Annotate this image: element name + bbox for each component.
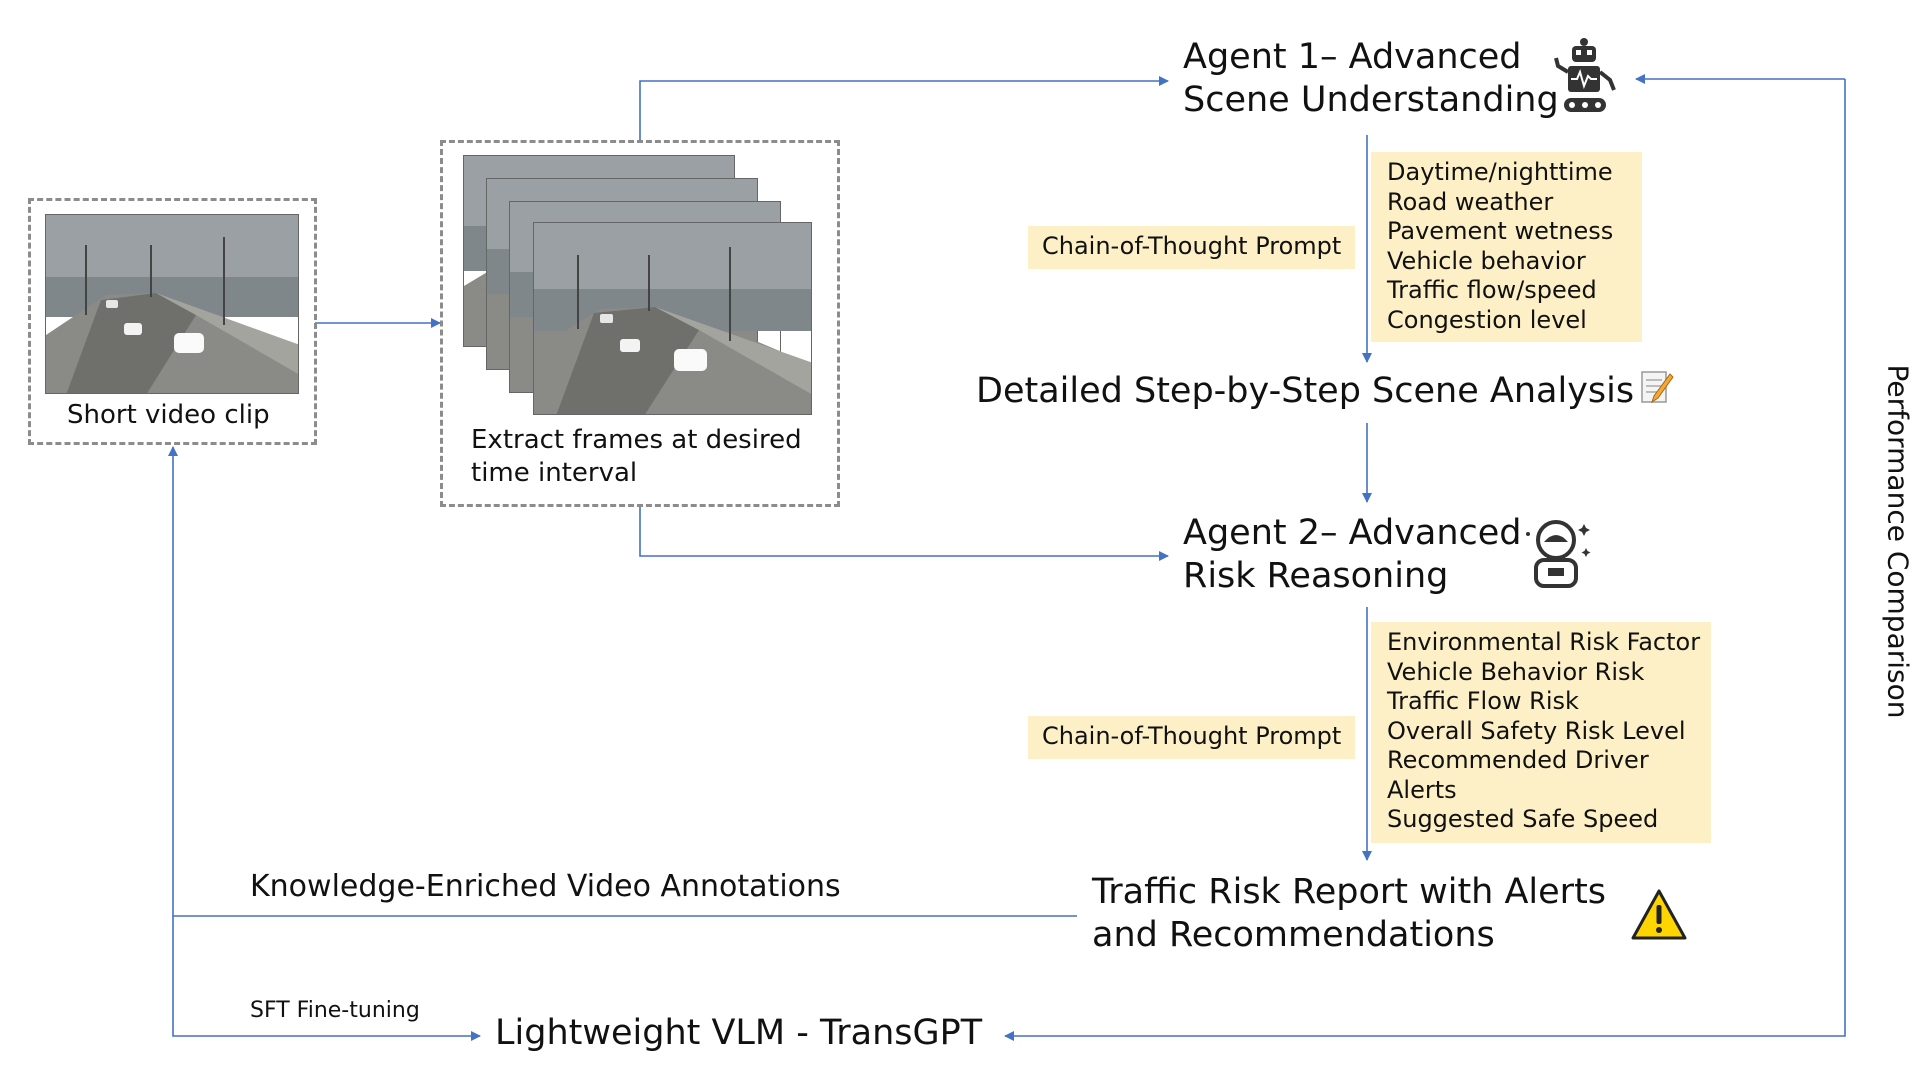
scene-factor: Congestion level <box>1387 305 1587 334</box>
arrow-frames-to-agent2 <box>639 507 1169 561</box>
scene-factor: Road weather <box>1387 187 1554 216</box>
arrow-report-to-clip <box>168 446 1077 917</box>
scene-factor: Daytime/nighttime <box>1387 158 1613 186</box>
scene-factors-box: Daytime/nighttime Road weather Pavement … <box>1371 152 1642 342</box>
frames-box <box>440 140 840 507</box>
video-clip-caption: Short video clip <box>67 400 270 430</box>
warning-icon <box>1631 889 1687 940</box>
scene-factor: Pavement wetness <box>1387 217 1614 245</box>
memo-icon <box>1641 371 1674 404</box>
frames-caption-line1: Extract frames at desired <box>471 425 802 455</box>
performance-label: Performance Comparison <box>1881 364 1915 719</box>
risk-factor: Recommended Driver <box>1387 746 1649 774</box>
report-title-line2: and Recommendations <box>1092 915 1495 955</box>
agent1-title-line2: Scene Understanding <box>1183 80 1559 120</box>
risk-factor: Overall Safety Risk Level <box>1387 716 1686 745</box>
arrow-to-vlm <box>172 916 481 1041</box>
scene-factor: Vehicle behavior <box>1387 246 1586 275</box>
arrow-frames-to-agent1 <box>639 76 1169 140</box>
scene-factor: Traffic flow/speed <box>1387 276 1597 304</box>
frame-4 <box>533 222 812 415</box>
report-title-line1: Traffic Risk Report with Alerts <box>1092 872 1607 912</box>
agent2-title-line1: Agent 2– Advanced <box>1183 513 1522 553</box>
robot-icon <box>1554 38 1616 112</box>
risk-factor: Environmental Risk Factor <box>1387 628 1701 656</box>
sft-label: SFT Fine-tuning <box>250 998 420 1023</box>
cot-prompt-1: Chain-of-Thought Prompt <box>1028 226 1355 269</box>
annotations-label: Knowledge-Enriched Video Annotations <box>250 869 841 904</box>
video-clip-box <box>28 198 317 445</box>
frames-caption-line2: time interval <box>471 458 638 488</box>
risk-factors-box: Environmental Risk Factor Vehicle Behavi… <box>1371 622 1711 843</box>
vlm-label: Lightweight VLM - TransGPT <box>495 1013 983 1053</box>
risk-factor: Suggested Safe Speed <box>1387 805 1659 833</box>
video-thumbnail <box>45 214 299 394</box>
astronaut-icon <box>1526 520 1591 588</box>
agent2-title-line2: Risk Reasoning <box>1183 556 1449 596</box>
risk-factor: Traffic Flow Risk <box>1387 687 1579 715</box>
arrow-performance-to-vlm <box>1004 79 1846 1041</box>
agent1-title-line1: Agent 1– Advanced <box>1183 37 1522 77</box>
risk-factor: Vehicle Behavior Risk <box>1387 657 1645 686</box>
scene-analysis-label: Detailed Step-by-Step Scene Analysis <box>976 371 1635 411</box>
cot-prompt-2: Chain-of-Thought Prompt <box>1028 716 1355 759</box>
risk-factor: Alerts <box>1387 775 1457 804</box>
